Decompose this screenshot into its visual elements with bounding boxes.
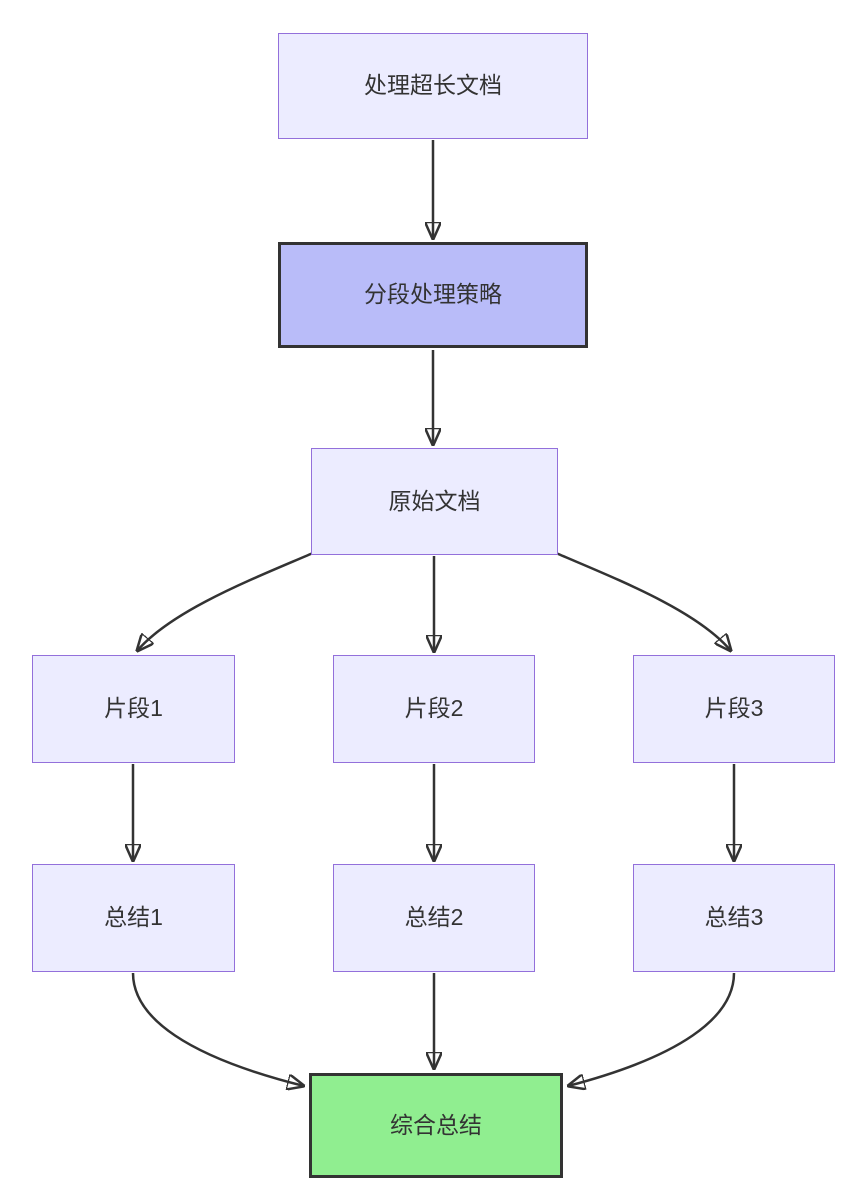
node-fragment-2: 片段2 <box>333 655 535 763</box>
edge-C-D1 <box>137 551 314 651</box>
edge-C-D3 <box>555 551 731 651</box>
node-segmented-processing-strategy: 分段处理策略 <box>278 242 588 348</box>
node-label: 综合总结 <box>390 1111 482 1138</box>
node-process-long-document: 处理超长文档 <box>278 33 588 139</box>
node-fragment-3: 片段3 <box>633 655 835 763</box>
node-label: 总结3 <box>704 904 764 931</box>
node-summary-2: 总结2 <box>333 864 535 972</box>
node-combined-summary: 综合总结 <box>309 1073 563 1178</box>
node-label: 原始文档 <box>388 487 481 514</box>
node-label: 片段1 <box>104 695 163 722</box>
node-fragment-1: 片段1 <box>32 655 235 763</box>
node-label: 分段处理策略 <box>364 281 502 308</box>
node-label: 总结2 <box>404 904 464 931</box>
node-label: 总结1 <box>104 904 163 931</box>
node-label: 片段2 <box>404 695 464 722</box>
node-summary-1: 总结1 <box>32 864 235 972</box>
node-label: 片段3 <box>704 695 764 722</box>
edge-E3-F <box>568 972 736 1086</box>
edge-E1-F <box>131 972 304 1086</box>
node-label: 处理超长文档 <box>364 72 502 99</box>
node-summary-3: 总结3 <box>633 864 835 972</box>
node-original-document: 原始文档 <box>311 448 558 555</box>
